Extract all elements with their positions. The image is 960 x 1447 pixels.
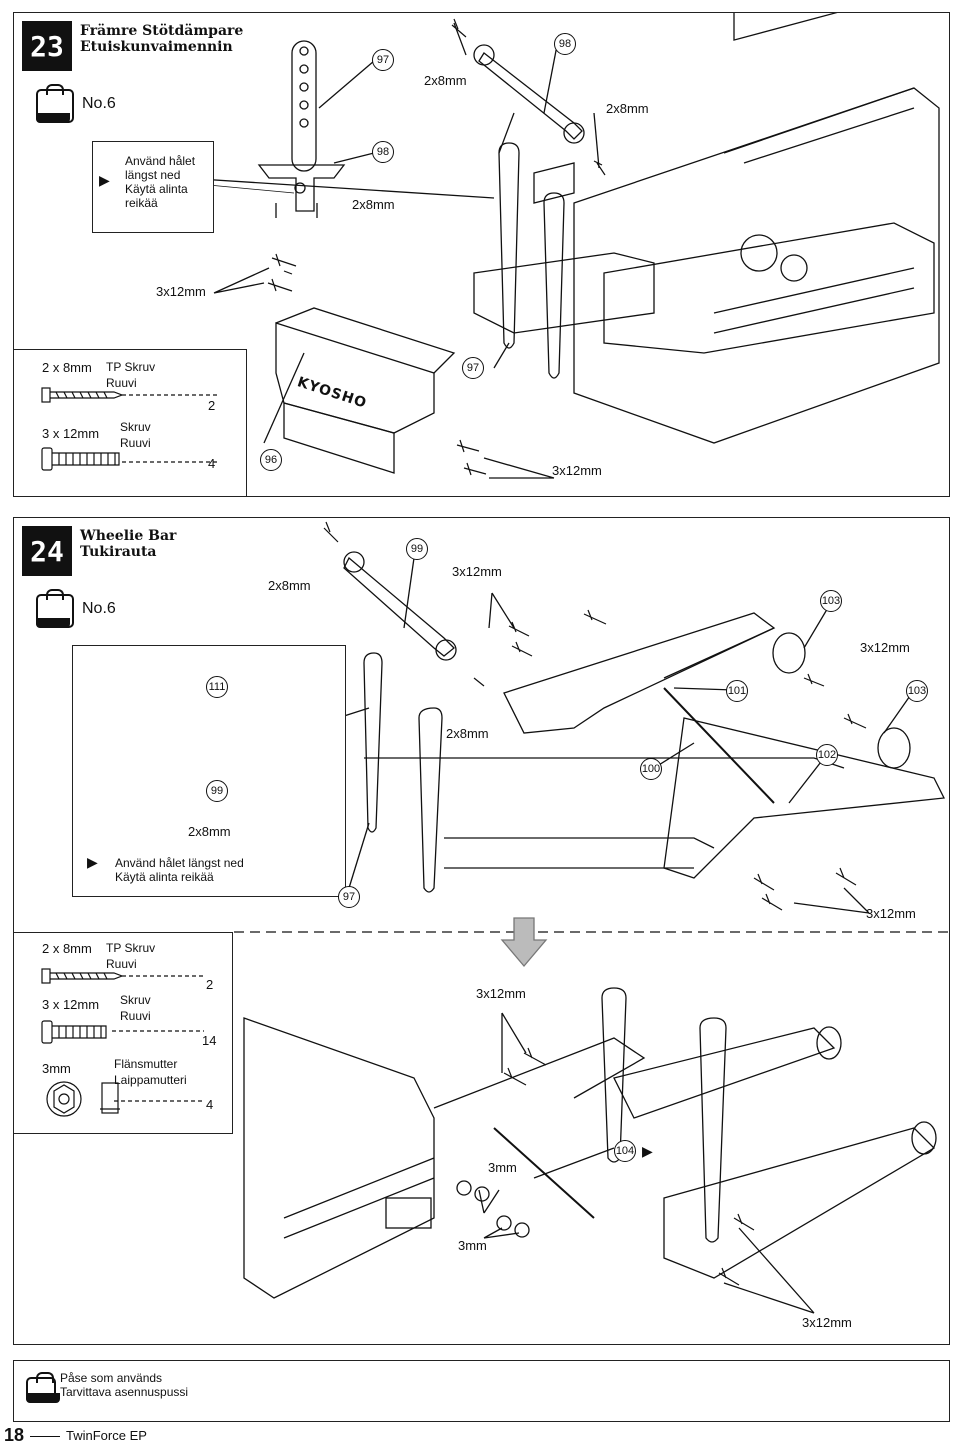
bag-label: No.6	[82, 95, 116, 112]
nut-size-label: 3mm	[488, 1160, 517, 1175]
page-footer: 18 TwinForce EP	[0, 1425, 400, 1447]
arrow-right-icon: ▶	[99, 172, 110, 188]
part-size: 3mm	[42, 1061, 71, 1076]
step-number: 24	[22, 526, 72, 576]
part-callout-99: 99	[406, 538, 428, 560]
part-qty: 4	[206, 1097, 214, 1112]
parts-bag-icon	[36, 589, 74, 628]
step-title: Främre Stötdämpare Etuiskunvaimennin	[80, 23, 243, 55]
legend-line: Tarvittava asennuspussi	[60, 1385, 189, 1399]
page-number: 18	[4, 1425, 25, 1445]
hole-note-line: Käytä alinta	[125, 182, 188, 196]
part-callout-100: 100	[640, 758, 662, 780]
part-name-sv: Flänsmutter	[114, 1057, 178, 1071]
step-title: Wheelie Bar Tukirauta	[80, 528, 176, 560]
screw-icon	[41, 447, 219, 471]
parts-bag-icon	[36, 84, 74, 123]
step-title-fi: Tukirauta	[80, 544, 157, 560]
screw-size-label: 2x8mm	[424, 73, 467, 88]
screw-size-label: 3x12mm	[866, 906, 916, 921]
part-name-sv: Skruv	[120, 993, 151, 1007]
screw-size-label: 3x12mm	[860, 640, 910, 655]
part-name-fi: Laippamutteri	[114, 1073, 187, 1087]
parts-list: 2 x 8mm TP Skruv Ruuvi 2 3 x 12mm Skruv …	[14, 932, 233, 1134]
arrow-right-icon: ▶	[87, 854, 98, 870]
legend-line: Påse som används	[60, 1371, 163, 1385]
part-qty: 14	[202, 1033, 217, 1048]
screw-size-label: 2x8mm	[268, 578, 311, 593]
screw-size-label: 3x12mm	[156, 284, 206, 299]
part-name-sv: Skruv	[120, 420, 151, 434]
part-callout-101: 101	[726, 680, 748, 702]
screw-size-label: 2x8mm	[606, 101, 649, 116]
screw-size-label: 3x12mm	[476, 986, 526, 1001]
part-size: 2 x 8mm	[42, 941, 92, 956]
tp-screw-icon	[41, 387, 219, 403]
parts-bag-icon	[26, 1372, 60, 1403]
step-title-fi: Etuiskunvaimennin	[80, 39, 233, 55]
nut-size-label: 3mm	[458, 1238, 487, 1253]
part-qty: 4	[208, 456, 216, 471]
hole-note-line: reikää	[125, 196, 158, 210]
footer-rule	[30, 1436, 60, 1437]
part-name-sv: TP Skruv	[106, 360, 156, 374]
part-name-sv: TP Skruv	[106, 941, 156, 955]
hole-note-box: ▶ Använd hålet längst ned Käytä alinta r…	[92, 141, 214, 233]
screw-size-label: 3x12mm	[452, 564, 502, 579]
bag-label: No.6	[82, 600, 116, 617]
step-23-drawing	[133, 13, 940, 479]
step-24-panel: 24 Wheelie Bar Tukirauta No.6 ▶ Använd h…	[13, 517, 950, 1345]
part-callout-111: 111	[206, 676, 228, 698]
step-title-sv: Främre Stötdämpare	[80, 23, 244, 39]
part-name-fi: Ruuvi	[106, 376, 137, 390]
part-callout-103: 103	[906, 680, 928, 702]
parts-icons	[41, 968, 204, 1117]
part-qty: 2	[206, 977, 214, 992]
parts-list: 2 x 8mm TP Skruv Ruuvi 2 3 x 12mm Skruv …	[14, 349, 247, 496]
part-callout-102: 102	[816, 744, 838, 766]
screw-size-label: 2x8mm	[352, 197, 395, 212]
hole-note-line: Använd hålet	[125, 154, 196, 168]
screw-size-label: 2x8mm	[188, 824, 231, 839]
legend-panel: Påse som används Tarvittava asennuspussi	[13, 1360, 950, 1422]
step-number: 23	[22, 21, 72, 71]
hole-note-line: Använd hålet längst ned	[115, 856, 244, 870]
hole-note-line: Käytä alinta reikää	[115, 870, 214, 884]
part-callout-96: 96	[260, 449, 282, 471]
part-name-fi: Ruuvi	[120, 1009, 151, 1023]
part-size: 3 x 12mm	[42, 997, 100, 1012]
part-callout-97: 97	[338, 886, 360, 908]
arrow-right-icon: ▶	[642, 1143, 653, 1159]
step-24-drawing	[92, 521, 949, 1314]
screw-size-label: 2x8mm	[446, 726, 489, 741]
hole-note-line: längst ned	[125, 168, 181, 182]
part-qty: 2	[208, 398, 216, 413]
part-size: 3 x 12mm	[42, 426, 100, 441]
step-23-panel: 23 Främre Stötdämpare Etuiskunvaimennin …	[13, 12, 950, 497]
part-callout-98: 98	[372, 141, 394, 163]
part-callout-98: 98	[554, 33, 576, 55]
part-size: 2 x 8mm	[42, 360, 92, 375]
part-callout-103: 103	[820, 590, 842, 612]
screw-size-label: 3x12mm	[552, 463, 602, 478]
part-callout-99: 99	[206, 780, 228, 802]
part-callout-104: 104	[614, 1140, 636, 1162]
screw-size-label: 3x12mm	[802, 1315, 852, 1330]
step-title-sv: Wheelie Bar	[80, 528, 177, 544]
part-callout-97: 97	[372, 49, 394, 71]
part-name-fi: Ruuvi	[106, 957, 137, 971]
part-name-fi: Ruuvi	[120, 436, 151, 450]
product-name: TwinForce EP	[66, 1428, 147, 1443]
part-callout-97: 97	[462, 357, 484, 379]
